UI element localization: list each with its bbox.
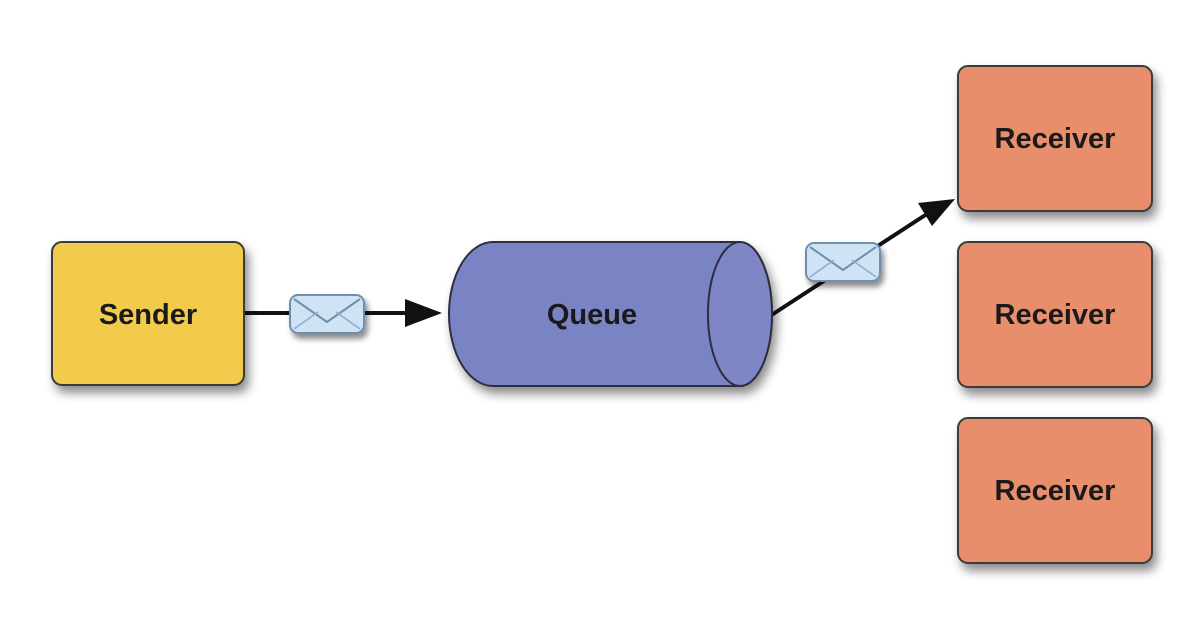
arrowhead-to-receiver <box>918 199 955 226</box>
sender-label: Sender <box>99 299 197 331</box>
receiver-label: Receiver <box>995 475 1116 507</box>
receiver-box <box>957 241 1153 388</box>
receiver-box <box>957 65 1153 212</box>
envelope-icon <box>289 294 365 334</box>
queue-cylinder-end <box>707 241 773 387</box>
receiver-label: Receiver <box>995 123 1116 155</box>
arrowhead-to-queue <box>405 299 442 327</box>
receiver-node: Receiver <box>957 241 1153 388</box>
sender-node: Sender <box>51 241 245 386</box>
receiver-box <box>957 417 1153 564</box>
sender-box <box>51 241 245 386</box>
receiver-label: Receiver <box>995 299 1116 331</box>
receiver-node: Receiver <box>957 417 1153 564</box>
queue-node: Queue <box>448 241 773 387</box>
envelope-icon <box>805 242 881 282</box>
queue-label: Queue <box>547 299 637 331</box>
receiver-node: Receiver <box>957 65 1153 212</box>
